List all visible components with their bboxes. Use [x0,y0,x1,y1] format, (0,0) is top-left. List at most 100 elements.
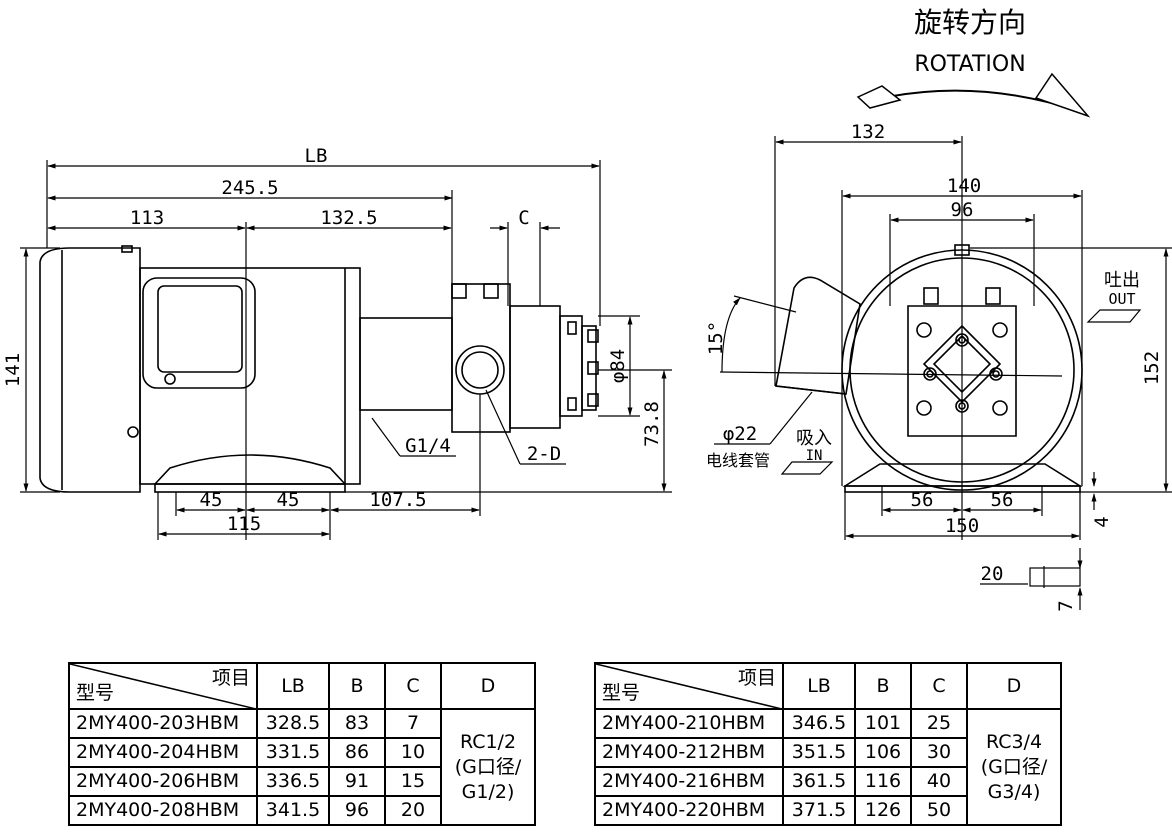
pump-inlet-port [455,345,505,395]
out-arrow-icon [1086,309,1142,323]
cell-model: 2MY400-216HBM [594,766,784,797]
cell-LB: 346.5 [782,708,856,739]
cell-LB: 341.5 [256,795,330,826]
table-row: 2MY400-212HBM 351.5 106 30 [594,737,1061,768]
table-row: 2MY400-206HBM 336.5 91 15 [68,766,535,797]
table-corner-cell: 项目 型号 [594,662,786,710]
table-row: 2MY400-220HBM 371.5 126 50 [594,795,1061,826]
conduit-label-cn: 电线套管 [706,451,770,470]
cell-C: 40 [910,766,968,797]
cell-D-line: (G口径/ [980,755,1048,778]
cell-C: 30 [910,737,968,768]
table-row: 2MY400-204HBM 331.5 86 10 [68,737,535,768]
cell-model: 2MY400-212HBM [594,737,784,768]
dim-7: 7 [1055,600,1077,611]
dim-140: 140 [947,175,981,197]
junction-box [775,276,861,395]
cell-B: 96 [328,795,386,826]
col-header-D: D [440,662,536,710]
dim-56-b: 56 [991,489,1014,511]
cell-C: 20 [384,795,442,826]
header-item: 项目 [211,667,250,689]
table-row: 2MY400-216HBM 361.5 116 40 [594,766,1061,797]
dim-conduit-dia: φ22 [723,423,757,445]
rotation-indicator: 旋转方向 ROTATION [856,6,1091,118]
shaft-housing [359,317,453,411]
cell-D-line: RC3/4 [985,730,1043,753]
cell-B: 86 [328,737,386,768]
front-dimensions [20,160,672,540]
cell-C: 50 [910,795,968,826]
rotation-title-cn: 旋转方向 [914,6,1026,39]
motor-foot [154,454,346,485]
cell-D-line: (G口径/ [454,755,522,778]
col-header-C: C [910,662,968,710]
cell-LB: 336.5 [256,766,330,797]
dim-96: 96 [951,199,974,221]
dim-245-5: 245.5 [221,177,278,199]
table-corner-cell: 项目 型号 [68,662,260,710]
cell-D: RC3/4 (G口径/ G3/4) [966,708,1062,826]
cell-D-line: G3/4) [987,780,1041,803]
terminal-box [142,277,256,389]
rotation-title-en: ROTATION [914,52,1025,77]
table-row: 2MY400-210HBM 346.5 101 25 RC3/4 (G口径/ G… [594,708,1062,826]
cell-D: RC1/2 (G口径/ G1/2) [440,708,536,826]
cell-LB: 351.5 [782,737,856,768]
cell-model: 2MY400-208HBM [68,795,258,826]
technical-drawing: 旋转方向 ROTATION [2,6,1172,612]
front-dimension-labels: LB 245.5 113 132.5 C 141 φ84 73.8 G1/4 2… [2,145,663,535]
header-item: 项目 [737,667,776,689]
dim-LB: LB [305,145,328,167]
in-label-cn: 吸入 [796,428,832,449]
side-dimensions [714,136,1172,610]
pump-face [907,305,1017,437]
dim-132-5: 132.5 [320,207,377,229]
cell-LB: 371.5 [782,795,856,826]
dim-20: 20 [981,563,1004,585]
cell-C: 25 [910,708,968,739]
dim-132: 132 [851,121,885,143]
front-view [39,245,599,493]
dim-152: 152 [1141,351,1163,385]
col-header-C: C [384,662,442,710]
dim-2-D: 2-D [527,443,561,465]
cell-model: 2MY400-203HBM [68,708,258,739]
dim-45-a: 45 [200,489,223,511]
out-label-en: OUT [1108,290,1135,308]
cell-LB: 361.5 [782,766,856,797]
col-header-LB: LB [782,662,856,710]
col-header-LB: LB [256,662,330,710]
dim-150: 150 [945,515,979,537]
cell-model: 2MY400-220HBM [594,795,784,826]
in-label-en: IN [806,448,823,464]
cell-C: 15 [384,766,442,797]
out-label-cn: 吐出 [1104,270,1140,291]
spec-table-right: 项目 型号 LB B C D 2MY400-210HBM 346.5 101 2… [594,662,1062,826]
cell-B: 101 [854,708,912,739]
dim-phi84: φ84 [607,349,629,383]
port-labels: 吐出 OUT 吸入 IN 电线套管 [706,270,1140,470]
header-model: 型号 [602,682,641,704]
cell-model: 2MY400-210HBM [594,708,784,739]
dim-4: 4 [1091,516,1113,527]
cell-B: 116 [854,766,912,797]
dim-C: C [518,207,529,229]
cell-LB: 331.5 [256,737,330,768]
dim-107-5: 107.5 [369,489,426,511]
cell-B: 126 [854,795,912,826]
dim-56-a: 56 [911,489,934,511]
spec-table-left: 项目 型号 LB B C D 2MY400-203HBM 328.5 83 7 … [68,662,536,826]
col-header-B: B [854,662,912,710]
motor-end-cover [39,247,141,493]
rotation-arrow-left-icon [856,85,902,109]
cell-C: 10 [384,737,442,768]
dim-73-8: 73.8 [641,401,663,447]
in-arrow-icon [780,461,834,475]
cell-B: 106 [854,737,912,768]
table-row: 2MY400-203HBM 328.5 83 7 RC1/2 (G口径/ G1/… [68,708,536,826]
side-dimension-labels: 132 140 96 15° 152 56 56 150 4 20 7 φ22 [705,121,1163,612]
dim-113: 113 [130,207,164,229]
rotation-arrow-right-icon [1034,72,1091,118]
header-model: 型号 [76,682,115,704]
